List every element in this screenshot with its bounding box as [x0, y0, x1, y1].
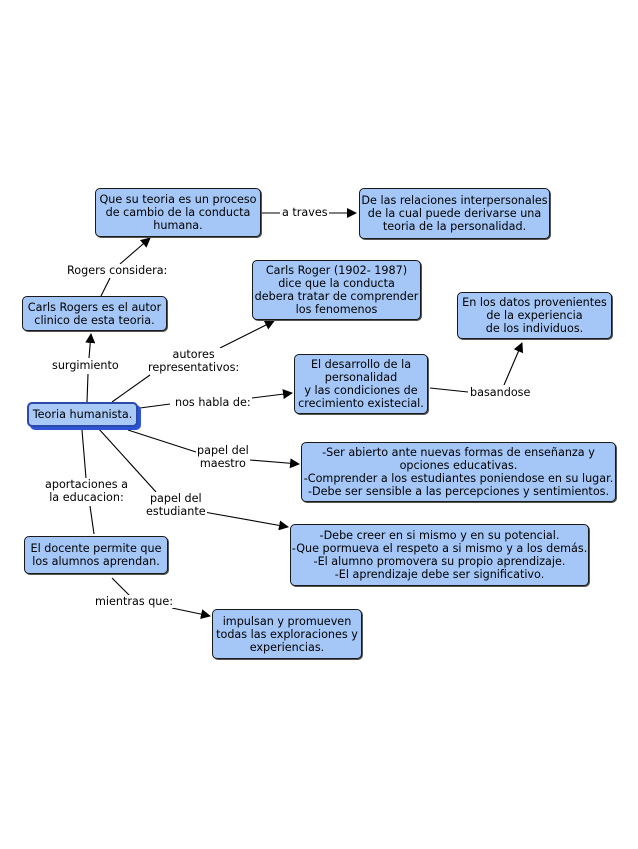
text-line: maestro: [199, 457, 246, 470]
text-line: basandose: [470, 386, 531, 399]
connector-teoria-aportaciones: [81, 429, 87, 479]
arrow-papelmaestro-maestro: [249, 458, 300, 469]
label-a-traves: a traves: [281, 206, 329, 219]
text-line: todas las exploraciones y: [216, 627, 358, 641]
text-line: aportaciones a: [45, 478, 128, 491]
connector-rogers-considera: [99, 277, 111, 299]
text-line: dice que la conducta: [278, 277, 395, 290]
text-line: autores: [172, 348, 215, 361]
label-surgimiento: surgimiento: [51, 359, 120, 372]
text-line: estudiante: [146, 505, 206, 518]
text-line: El desarrollo de la: [310, 358, 412, 371]
arrow-noshabla-desarrollo: [251, 389, 293, 400]
text-line: papel del: [149, 492, 202, 505]
text-line: Teoria humanista.: [32, 408, 133, 421]
connector-docente-mientras: [111, 577, 131, 597]
text-line: experiencias.: [249, 640, 325, 654]
arrow-autores-carls: [219, 320, 275, 349]
text-line: Que su teoria es un proceso: [99, 193, 257, 206]
arrow-mientras-impulsan: [171, 607, 211, 620]
text-line: -El alumno promovera su propio aprendiza…: [313, 555, 566, 568]
arrow-papelestudiante-estudiante: [203, 511, 289, 531]
text-line: -El aprendizaje debe ser significativo.: [334, 568, 545, 581]
text-line: De las relaciones interpersonales: [361, 194, 548, 207]
label-rogers-considera: Rogers considera:: [66, 264, 169, 277]
text-line: y las condiciones de: [304, 384, 418, 397]
text-line: humana.: [153, 219, 203, 232]
node-papel-maestro[interactable]: -Ser abierto ante nuevas formas de enseñ…: [301, 442, 616, 502]
text-line: de la experiencia: [486, 309, 583, 322]
text-line: papel del: [197, 444, 249, 457]
text-line: la educacion:: [49, 491, 124, 504]
text-line: Carls Rogers es el autor: [27, 300, 162, 314]
arrow-surgimiento-rogers: [85, 333, 96, 359]
text-line: los fenomenos: [295, 303, 378, 316]
text-line: los alumnos aprendan.: [32, 555, 160, 568]
text-line: personalidad: [324, 371, 398, 384]
text-line: -Ser abierto ante nuevas formas de enseñ…: [322, 446, 595, 459]
text-line: impulsan y promueven: [222, 614, 352, 628]
label-nos-habla-de: nos habla de:: [174, 396, 252, 409]
text-line: surgimiento: [52, 359, 119, 372]
connector-aportaciones-docente: [89, 505, 95, 535]
text-line: -Debe creer en si mismo y en su potencia…: [319, 529, 560, 542]
connector-teoria-surgimiento: [86, 373, 89, 403]
label-basandose: basandose: [469, 386, 532, 399]
text-line: de los individuos.: [485, 322, 584, 335]
text-line: Carls Roger (1902- 1987): [265, 264, 408, 277]
arrow-considera-proceso: [119, 237, 151, 265]
connector-desarrollo-basandose: [429, 387, 469, 393]
connector-teoria-papelestudiante: [97, 427, 157, 493]
connector-teoria-noshabla: [139, 403, 171, 409]
text-line: -Que pormueva el respeto a si mismo y a …: [291, 542, 588, 555]
connector-teoria-papelmaestro: [127, 429, 197, 453]
text-line: nos habla de:: [175, 396, 251, 409]
node-carls-1902[interactable]: Carls Roger (1902- 1987)dice que la cond…: [252, 260, 421, 320]
label-mientras-que: mientras que:: [94, 595, 175, 608]
text-line: a traves: [282, 206, 328, 219]
connector-teoria-autores: [111, 374, 151, 403]
text-line: representativos:: [148, 361, 240, 374]
text-line: teoria de la personalidad.: [382, 220, 527, 233]
text-line: -Debe ser sensible a las percepciones y …: [307, 485, 610, 498]
text-line: opciones educativas.: [399, 459, 518, 472]
node-papel-estudiante[interactable]: -Debe creer en si mismo y en su potencia…: [290, 524, 589, 586]
text-line: de la cual puede derivarse una: [367, 207, 542, 220]
text-line: debera tratar de comprender: [254, 290, 419, 303]
text-line: clinico de esta teoria.: [34, 313, 155, 327]
text-line: crecimiento existecial.: [298, 397, 424, 410]
text-line: de cambio de la conducta: [105, 206, 251, 219]
text-line: -Comprender a los estudiantes poniendose…: [303, 472, 614, 485]
text-line: El docente permite que: [30, 542, 162, 555]
node-teoria-humanista[interactable]: Teoria humanista.: [27, 402, 138, 427]
arrow-basandose-datos: [503, 342, 524, 386]
text-line: mientras que:: [95, 595, 174, 608]
text-line: Rogers considera:: [67, 264, 168, 277]
text-line: En los datos provenientes: [462, 296, 607, 309]
